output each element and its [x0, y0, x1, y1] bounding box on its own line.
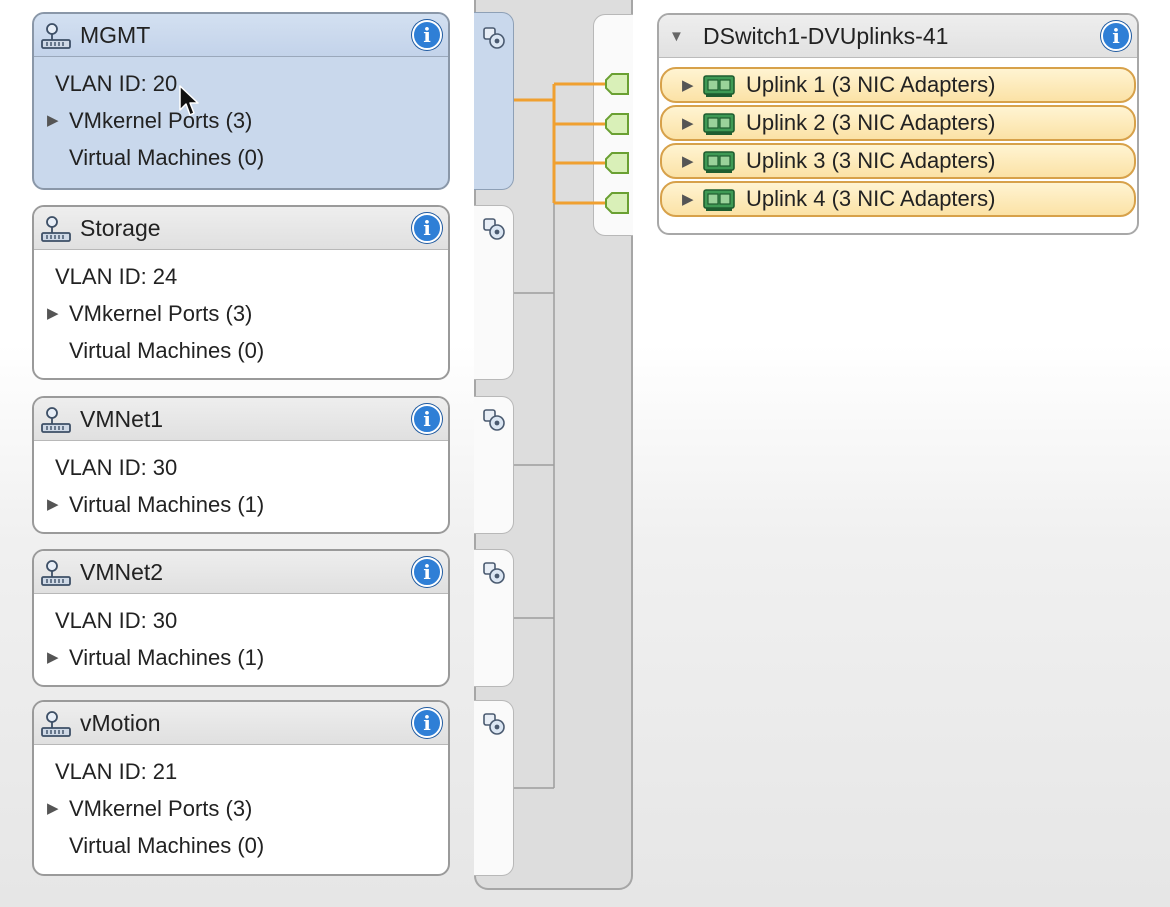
network-port-group-icon	[38, 17, 74, 53]
vlan-id: VLAN ID: 21	[55, 759, 178, 784]
expand-triangle-icon[interactable]: ▶	[47, 305, 59, 322]
uplink-label: Uplink 4 (3 NIC Adapters)	[746, 186, 996, 211]
info-icon[interactable]: i	[412, 557, 442, 587]
port-group-header[interactable]: Storage i	[34, 207, 448, 250]
uplink-label: Uplink 2 (3 NIC Adapters)	[746, 110, 996, 135]
virtual-machines-item[interactable]: Virtual Machines (0)	[34, 332, 448, 369]
expand-triangle-icon[interactable]: ▶	[682, 153, 694, 170]
port-group-mini-icon	[483, 409, 505, 431]
expand-triangle-icon[interactable]: ▶	[47, 649, 59, 666]
nic-adapter-icon	[703, 75, 735, 97]
uplink-group-header[interactable]: ▼ DSwitch1-DVUplinks-41 i	[659, 15, 1137, 58]
uplink-port-icon	[605, 152, 629, 174]
network-port-group-icon	[38, 554, 74, 590]
uplink-port-icon	[605, 73, 629, 95]
vlan-id: VLAN ID: 30	[55, 455, 178, 480]
vmkernel-ports-item[interactable]: ▶ VMkernel Ports (3)	[34, 790, 448, 827]
expand-triangle-icon[interactable]: ▶	[47, 800, 59, 817]
uplink-label: Uplink 1 (3 NIC Adapters)	[746, 72, 996, 97]
port-group-mini-icon	[483, 713, 505, 735]
mouse-pointer-icon	[179, 85, 199, 116]
uplink-item[interactable]: ▶ Uplink 4 (3 NIC Adapters)	[660, 181, 1136, 217]
port-group-mini-icon	[483, 562, 505, 584]
item-label: Virtual Machines (0)	[69, 833, 265, 858]
uplink-group[interactable]: ▼ DSwitch1-DVUplinks-41 i ▶ Uplink 1 (3 …	[657, 13, 1139, 235]
info-icon[interactable]: i	[1101, 21, 1131, 51]
network-port-group-icon	[38, 401, 74, 437]
expand-triangle-icon[interactable]: ▶	[682, 115, 694, 132]
collapse-triangle-icon[interactable]: ▼	[669, 27, 684, 45]
item-label: Virtual Machines (0)	[69, 338, 265, 363]
network-port-group-icon	[38, 705, 74, 741]
port-group-title: vMotion	[80, 709, 161, 736]
vlan-id: VLAN ID: 24	[55, 264, 178, 289]
port-group-vmotion[interactable]: vMotion i VLAN ID: 21 ▶ VMkernel Ports (3…	[32, 700, 450, 876]
port-group-title: Storage	[80, 214, 161, 241]
port-group-vmnet2[interactable]: VMNet2 i VLAN ID: 30 ▶ Virtual Machines (…	[32, 549, 450, 687]
port-group-header[interactable]: VMNet2 i	[34, 551, 448, 594]
info-icon[interactable]: i	[412, 404, 442, 434]
nic-adapter-icon	[703, 189, 735, 211]
port-group-vmnet1[interactable]: VMNet1 i VLAN ID: 30 ▶ Virtual Machines (…	[32, 396, 450, 534]
uplink-item[interactable]: ▶ Uplink 1 (3 NIC Adapters)	[660, 67, 1136, 103]
item-label: Virtual Machines (0)	[69, 145, 265, 170]
vlan-id: VLAN ID: 20	[55, 71, 178, 96]
uplink-group-title: DSwitch1-DVUplinks-41	[703, 22, 949, 49]
uplink-item[interactable]: ▶ Uplink 2 (3 NIC Adapters)	[660, 105, 1136, 141]
port-group-storage[interactable]: Storage i VLAN ID: 24 ▶ VMkernel Ports (3…	[32, 205, 450, 380]
item-label: VMkernel Ports (3)	[69, 301, 253, 326]
expand-triangle-icon[interactable]: ▶	[47, 496, 59, 513]
port-group-title: VMNet1	[80, 405, 164, 432]
virtual-machines-item[interactable]: ▶ Virtual Machines (1)	[34, 639, 448, 676]
item-label: VMkernel Ports (3)	[69, 108, 253, 133]
expand-triangle-icon[interactable]: ▶	[682, 191, 694, 208]
item-label: Virtual Machines (1)	[69, 645, 265, 670]
uplink-item[interactable]: ▶ Uplink 3 (3 NIC Adapters)	[660, 143, 1136, 179]
item-label: VMkernel Ports (3)	[69, 796, 253, 821]
vlan-id: VLAN ID: 30	[55, 608, 178, 633]
nic-adapter-icon	[703, 113, 735, 135]
info-icon[interactable]: i	[412, 20, 442, 50]
expand-triangle-icon[interactable]: ▶	[682, 77, 694, 94]
nic-adapter-icon	[703, 151, 735, 173]
info-icon[interactable]: i	[412, 708, 442, 738]
virtual-machines-item[interactable]: Virtual Machines (0)	[34, 139, 448, 176]
item-label: Virtual Machines (1)	[69, 492, 265, 517]
virtual-machines-item[interactable]: Virtual Machines (0)	[34, 827, 448, 864]
port-group-title: MGMT	[80, 21, 151, 48]
port-group-mgmt[interactable]: MGMT i VLAN ID: 20 ▶ VMkernel Ports (3) V…	[32, 12, 450, 190]
uplink-port-icon	[605, 113, 629, 135]
uplink-label: Uplink 3 (3 NIC Adapters)	[746, 148, 996, 173]
expand-triangle-icon[interactable]: ▶	[47, 112, 59, 129]
port-group-mini-icon	[483, 27, 505, 49]
port-group-header[interactable]: VMNet1 i	[34, 398, 448, 441]
vmkernel-ports-item[interactable]: ▶ VMkernel Ports (3)	[34, 102, 448, 139]
virtual-machines-item[interactable]: ▶ Virtual Machines (1)	[34, 486, 448, 523]
network-port-group-icon	[38, 210, 74, 246]
port-group-mini-icon	[483, 218, 505, 240]
info-icon[interactable]: i	[412, 213, 442, 243]
port-group-title: VMNet2	[80, 558, 164, 585]
port-group-header[interactable]: MGMT i	[34, 14, 448, 57]
uplink-port-icon	[605, 192, 629, 214]
vmkernel-ports-item[interactable]: ▶ VMkernel Ports (3)	[34, 295, 448, 332]
port-group-header[interactable]: vMotion i	[34, 702, 448, 745]
